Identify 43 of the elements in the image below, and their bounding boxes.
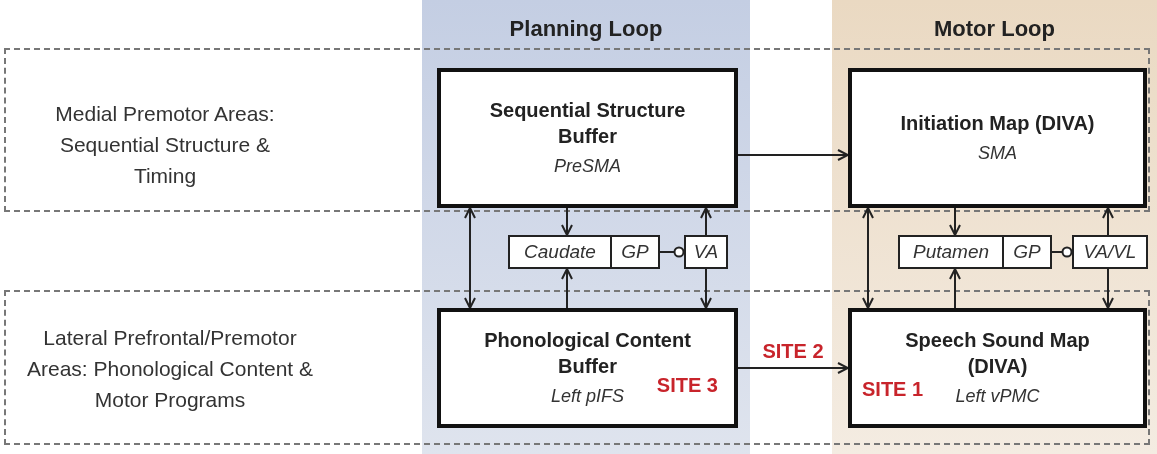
arrow bbox=[949, 268, 961, 309]
edge-label: SITE 2 bbox=[761, 339, 825, 364]
nucleus-box bbox=[898, 235, 1004, 269]
nucleus-box bbox=[508, 235, 612, 269]
site-label: SITE 1 bbox=[862, 377, 924, 402]
nucleus-box bbox=[610, 235, 660, 269]
inhibitory-connector bbox=[659, 246, 685, 258]
region-label: Medial Premotor Areas: Sequential Structure & Timing bbox=[54, 101, 276, 189]
arrow bbox=[1102, 268, 1114, 309]
arrow bbox=[737, 149, 849, 161]
box-title: Initiation Map (DIVA) bbox=[899, 110, 1096, 136]
process-box bbox=[848, 68, 1147, 208]
nucleus-label: VA/VL bbox=[1083, 239, 1137, 264]
arrow bbox=[464, 207, 476, 309]
region-name: PreSMA bbox=[554, 154, 621, 178]
process-box bbox=[437, 68, 738, 208]
column-title: Planning Loop bbox=[508, 15, 664, 43]
arrow bbox=[737, 362, 849, 374]
arrow bbox=[561, 268, 573, 309]
arrow bbox=[561, 207, 573, 236]
region-name: Left vPMC bbox=[955, 384, 1040, 408]
arrow bbox=[1102, 207, 1114, 236]
process-box bbox=[848, 308, 1147, 428]
arrow bbox=[862, 207, 874, 309]
nucleus-box bbox=[1002, 235, 1052, 269]
process-box bbox=[437, 308, 738, 428]
nucleus-label: VA bbox=[693, 239, 719, 264]
nucleus-label: Caudate bbox=[524, 239, 596, 264]
region-name: Left pIFS bbox=[550, 384, 624, 408]
box-title: Sequential Structure Buffer bbox=[488, 97, 687, 149]
nucleus-label: GP bbox=[621, 239, 649, 264]
arrow bbox=[949, 207, 961, 236]
arrow bbox=[700, 207, 712, 236]
box-title: Speech Sound Map (DIVA) bbox=[904, 327, 1091, 379]
region-name: SMA bbox=[978, 141, 1017, 165]
arrow bbox=[700, 268, 712, 309]
nucleus-box bbox=[1072, 235, 1148, 269]
nucleus-label: Putamen bbox=[912, 239, 989, 264]
column-title: Motor Loop bbox=[933, 15, 1056, 43]
region-label: Lateral Prefrontal/Premotor Areas: Phonological Content & Motor Programs bbox=[26, 325, 314, 413]
nucleus-box bbox=[684, 235, 728, 269]
nucleus-label: GP bbox=[1013, 239, 1041, 264]
inhibitory-connector bbox=[1051, 246, 1073, 258]
